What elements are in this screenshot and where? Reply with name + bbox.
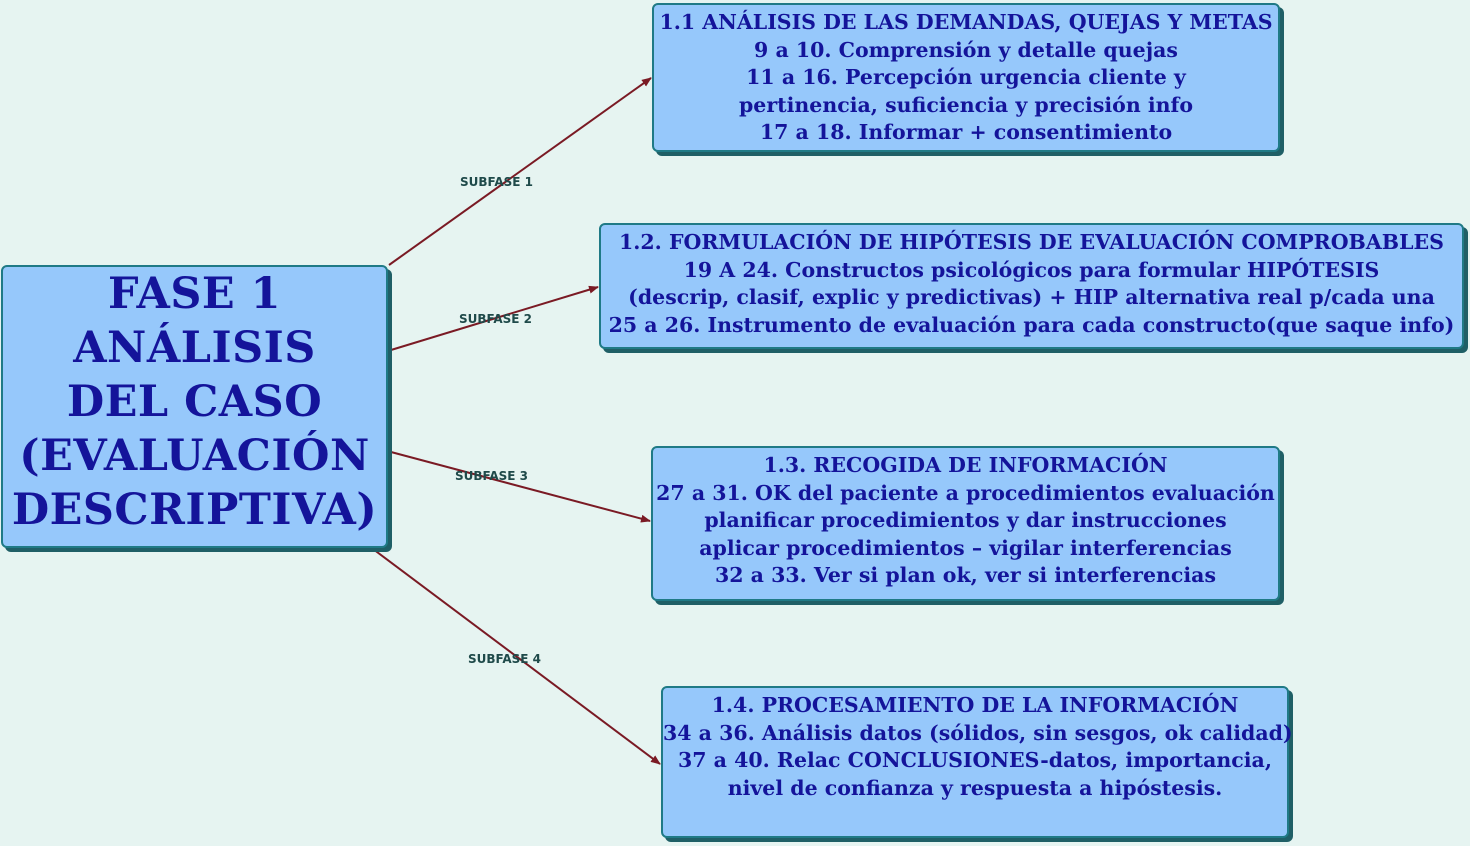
node-subfase-2: 1.2. FORMULACIÓN DE HIPÓTESIS DE EVALUAC… — [599, 223, 1464, 349]
root-line: DEL CASO — [66, 377, 323, 427]
node-line: aplicar procedimientos – vigilar interfe… — [699, 535, 1232, 560]
node-line: (descrip, clasif, explic y predictivas) … — [628, 285, 1435, 309]
node-subfase-3: 1.3. RECOGIDA DE INFORMACIÓN 27 a 31. OK… — [651, 446, 1280, 601]
arrow-subfase-3 — [390, 451, 651, 523]
edge-label-subfase-3: SUBFASE 3 — [455, 469, 529, 483]
node-line: planificar procedimientos y dar instrucc… — [704, 508, 1227, 532]
node-line: 11 a 16. Percepción urgencia cliente y — [746, 65, 1186, 89]
arrow-subfase-4 — [372, 548, 661, 765]
root-line: DESCRIPTIVA) — [11, 485, 378, 535]
edge-label-subfase-2: SUBFASE 2 — [459, 312, 533, 326]
root-node-fase-1: FASE 1 ANÁLISIS DEL CASO (EVALUACIÓN DES… — [1, 265, 388, 548]
root-line: (EVALUACIÓN — [19, 431, 370, 481]
node-line: 37 a 40. Relac CONCLUSIONES-datos, impor… — [678, 748, 1272, 772]
node-line: 19 A 24. Constructos psicológicos para f… — [683, 257, 1380, 282]
arrow-subfase-1 — [388, 77, 652, 266]
node-line: 25 a 26. Instrumento de evaluación para … — [608, 312, 1455, 337]
node-line: 17 a 18. Informar + consentimiento — [759, 120, 1173, 144]
node-subfase-1: 1.1 ANÁLISIS DE LAS DEMANDAS, QUEJAS Y M… — [652, 3, 1280, 152]
node-title: 1.4. PROCESAMIENTO DE LA INFORMACIÓN — [711, 693, 1239, 717]
node-line: 32 a 33. Ver si plan ok, ver si interfer… — [714, 563, 1217, 587]
node-line: 34 a 36. Análisis datos (sólidos, sin se… — [663, 720, 1293, 745]
node-line: nivel de confianza y respuesta a hipóste… — [727, 775, 1223, 800]
root-line: FASE 1 — [107, 269, 282, 319]
node-title: 1.1 ANÁLISIS DE LAS DEMANDAS, QUEJAS Y M… — [659, 10, 1273, 34]
node-line: 27 a 31. OK del paciente a procedimiento… — [656, 480, 1275, 505]
node-line: 9 a 10. Comprensión y detalle quejas — [754, 37, 1178, 62]
node-subfase-4: 1.4. PROCESAMIENTO DE LA INFORMACIÓN 34 … — [661, 686, 1293, 838]
arrow-subfase-2 — [390, 285, 599, 351]
root-line: ANÁLISIS — [73, 323, 316, 373]
edge-label-subfase-4: SUBFASE 4 — [468, 652, 542, 666]
edge-label-subfase-1: SUBFASE 1 — [460, 175, 534, 189]
node-title: 1.3. RECOGIDA DE INFORMACIÓN — [763, 453, 1168, 477]
node-title: 1.2. FORMULACIÓN DE HIPÓTESIS DE EVALUAC… — [619, 230, 1444, 254]
node-line: pertinencia, suficiencia y precisión inf… — [738, 92, 1194, 117]
